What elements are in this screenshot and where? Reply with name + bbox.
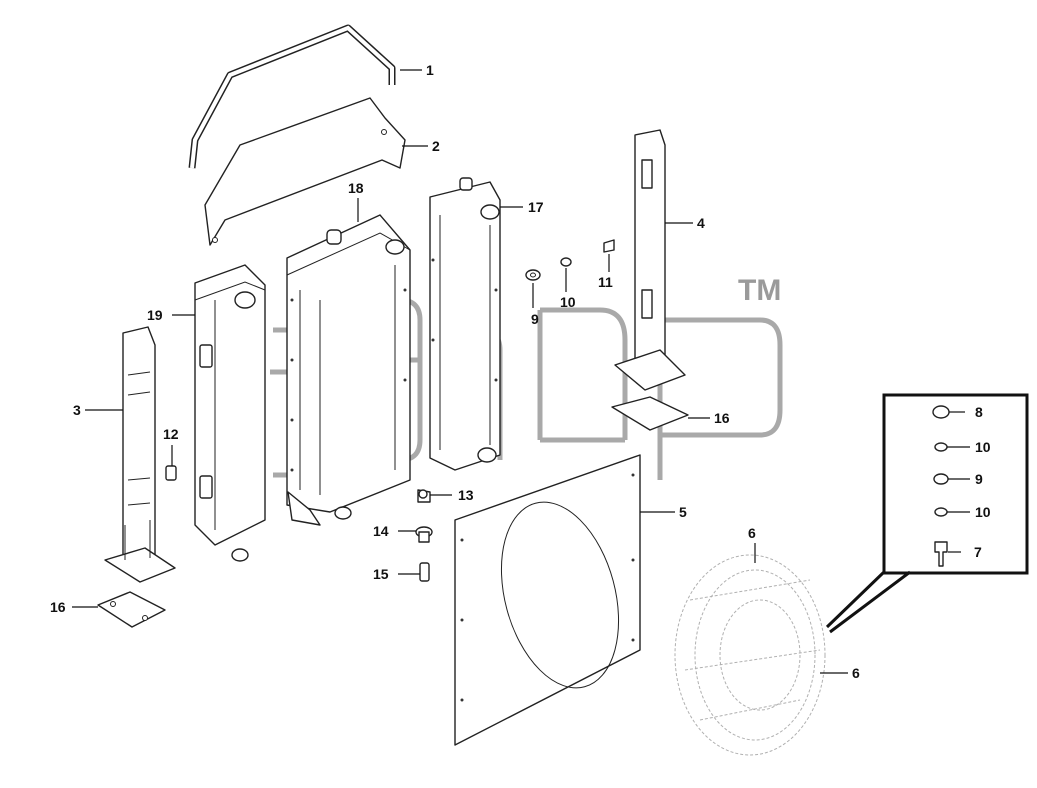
part-9-washer xyxy=(525,269,541,281)
callout-2: 2 xyxy=(432,138,440,154)
part-5-fan-shroud xyxy=(454,454,641,746)
callout-9b: 9 xyxy=(975,471,983,487)
callout-5: 5 xyxy=(679,504,687,520)
callout-18: 18 xyxy=(348,180,364,196)
callout-3: 3 xyxy=(73,402,81,418)
part-6-fan xyxy=(674,554,826,756)
part-4-bracket xyxy=(614,129,686,391)
part-17-cooler xyxy=(429,177,501,471)
callout-10c: 10 xyxy=(975,504,991,520)
part-15-drain-plug xyxy=(419,562,430,582)
leader-lines xyxy=(72,69,970,674)
callout-15: 15 xyxy=(373,566,389,582)
part-16-pad-right xyxy=(611,396,689,431)
watermark-trademark: TM xyxy=(738,274,781,307)
part-13-fitting xyxy=(417,489,431,503)
fastener-kit-detail xyxy=(825,393,1029,634)
part-12-fitting xyxy=(165,465,177,481)
callout-19: 19 xyxy=(147,307,163,323)
part-16-pad-left xyxy=(97,591,166,628)
callout-14: 14 xyxy=(373,523,389,539)
callout-8: 8 xyxy=(975,404,983,420)
callout-labels: 1 2 3 4 5 6 6 7 8 9 9 10 10 10 11 12 13 … xyxy=(50,62,991,681)
part-3-bracket xyxy=(104,326,176,583)
callout-4: 4 xyxy=(697,215,705,231)
part-14-fitting xyxy=(415,526,433,543)
part-10-washer xyxy=(560,257,572,267)
callout-6b: 6 xyxy=(852,665,860,681)
callout-9a: 9 xyxy=(531,311,539,327)
callout-17: 17 xyxy=(528,199,544,215)
part-11-bolt xyxy=(603,239,615,253)
callout-16b: 16 xyxy=(714,410,730,426)
part-18-radiator xyxy=(286,214,411,526)
callout-6a: 6 xyxy=(748,525,756,541)
callout-12: 12 xyxy=(163,426,179,442)
callout-11: 11 xyxy=(598,274,613,290)
part-19-cooler xyxy=(194,264,266,562)
callout-10b: 10 xyxy=(975,439,991,455)
callout-7: 7 xyxy=(974,544,982,560)
callout-10a: 10 xyxy=(560,294,576,310)
callout-16a: 16 xyxy=(50,599,66,615)
callout-1: 1 xyxy=(426,62,434,78)
callout-13: 13 xyxy=(458,487,474,503)
part-1-handle xyxy=(188,24,396,169)
part-2-top-plate xyxy=(204,97,406,246)
